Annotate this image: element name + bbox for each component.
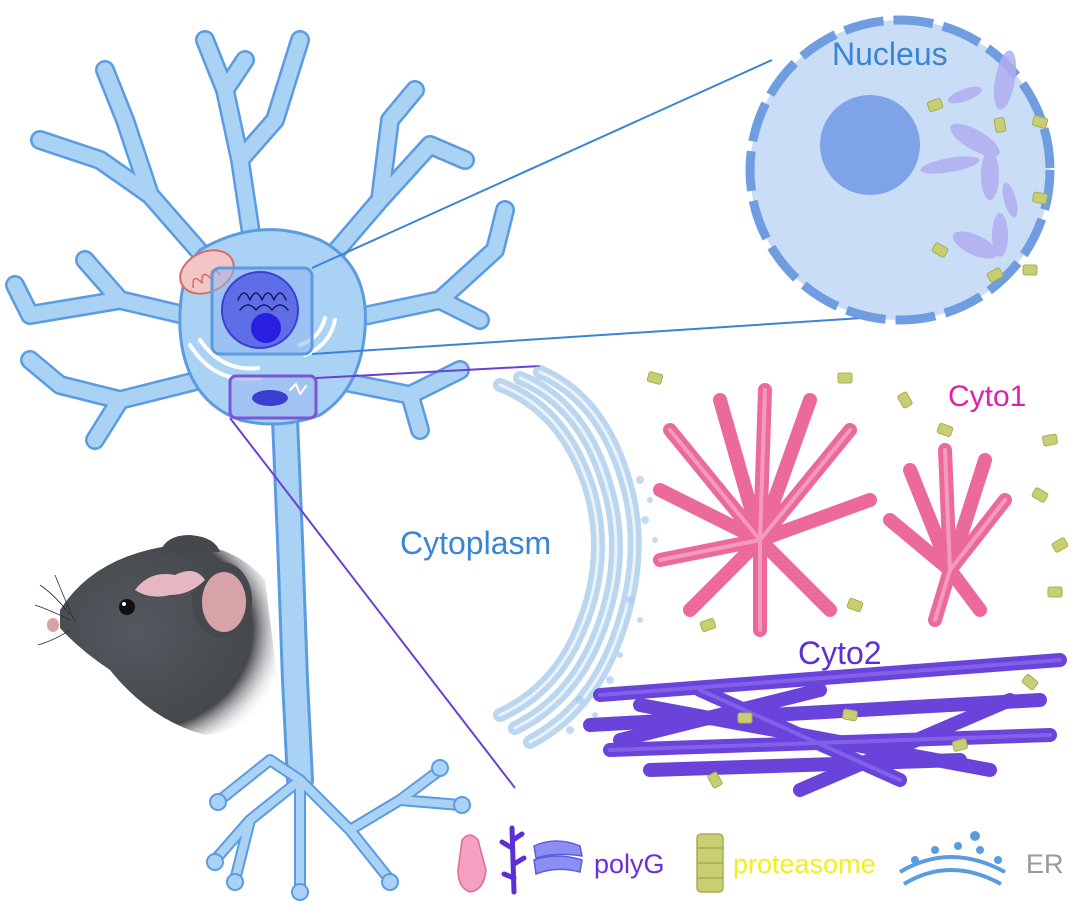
nucleolus: [820, 95, 920, 195]
pink-fibril-icon: [457, 834, 487, 893]
fibril-bundle-icon: [533, 840, 583, 876]
cytoplasm-zoom: [493, 365, 1070, 797]
zoom-lines: [229, 59, 863, 789]
legend-proteasome-label: proteasome: [733, 849, 876, 879]
neuron: [5, 30, 515, 901]
cyto2-label: Cyto2: [798, 635, 882, 671]
cyto2-aggregates: [583, 653, 1067, 797]
purple-fibril-icon: [499, 825, 527, 895]
legend-icons: [457, 825, 1006, 895]
nuclear-polyg: [920, 50, 1018, 259]
legend-er-label: ER: [1026, 849, 1064, 879]
soma-nucleus: [210, 266, 314, 356]
cyto1-label: Cyto1: [948, 380, 1027, 413]
mouse-illustration: [34, 535, 280, 735]
axon: [206, 406, 471, 901]
cytoplasm-label: Cytoplasm: [400, 525, 552, 561]
er-stacks: [493, 365, 658, 749]
cyto1-aggregates: [653, 383, 1012, 637]
nucleus-zoom: [745, 15, 1055, 325]
proteasome-icon: [696, 833, 724, 893]
legend-polyg-label: polyG: [594, 849, 665, 879]
nucleus-label: Nucleus: [832, 36, 948, 72]
dendrites: [5, 30, 515, 450]
er-membrane-icon: [898, 831, 1006, 886]
soma-cyto-box: [228, 374, 318, 420]
